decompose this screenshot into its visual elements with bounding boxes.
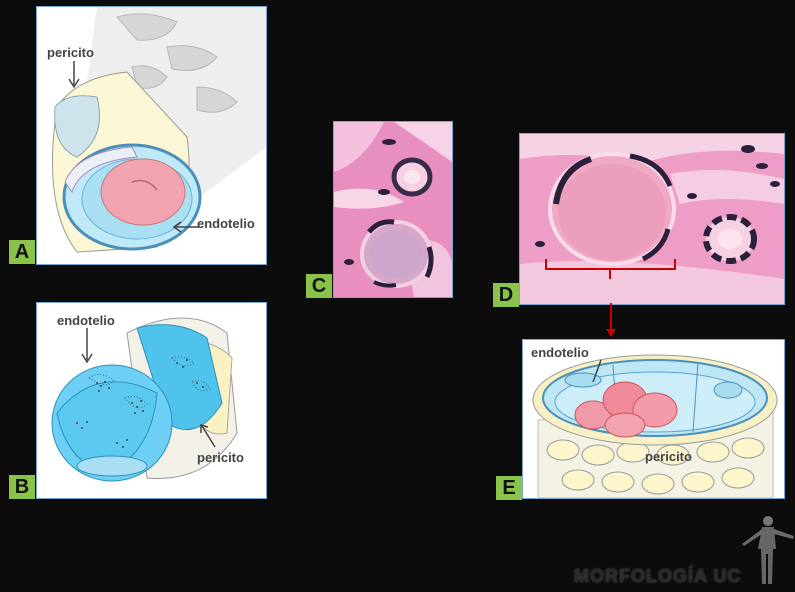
panel-tag-a: A bbox=[9, 240, 35, 264]
label-endotelio-b: endotelio bbox=[57, 313, 115, 328]
brand-logo-text: MORFOLOGÍA UC bbox=[574, 566, 742, 586]
panel-e: endotelio pericito bbox=[522, 339, 785, 499]
arrow-icon bbox=[592, 360, 602, 383]
panel-d bbox=[519, 133, 785, 305]
histology-micrograph-c bbox=[334, 122, 452, 297]
label-pericito-b: pericito bbox=[197, 450, 244, 465]
human-figure-icon bbox=[742, 516, 794, 584]
arrow-icon bbox=[200, 424, 216, 448]
capillary-cross-section-illustration bbox=[52, 7, 266, 253]
label-pericito-e: pericito bbox=[645, 449, 692, 464]
connector-arrow bbox=[606, 303, 616, 337]
panel-c bbox=[333, 121, 453, 298]
capillary-surface-illustration bbox=[51, 317, 238, 482]
label-endotelio-a: endotelio bbox=[197, 216, 255, 231]
arrow-icon bbox=[81, 328, 93, 364]
panel-tag-d: D bbox=[493, 283, 519, 307]
arrow-icon bbox=[68, 61, 80, 89]
panel-a: pericito endotelio bbox=[36, 6, 267, 265]
panel-b: endotelio pericito bbox=[36, 302, 267, 499]
label-pericito-a: pericito bbox=[47, 45, 94, 60]
arrow-icon bbox=[173, 221, 199, 233]
histology-micrograph-d bbox=[520, 134, 784, 304]
panel-tag-c: C bbox=[306, 274, 332, 298]
panel-tag-e: E bbox=[496, 476, 522, 500]
panel-tag-b: B bbox=[9, 475, 35, 499]
capillary-3d-illustration bbox=[532, 354, 778, 498]
label-endotelio-e: endotelio bbox=[531, 345, 589, 360]
